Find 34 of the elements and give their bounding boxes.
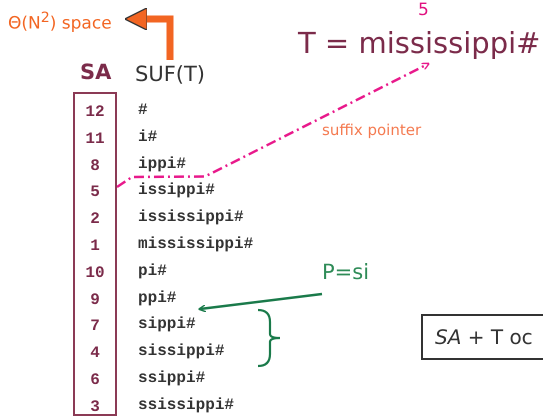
array-value: 4 [75,344,115,362]
array-value: 10 [75,264,115,282]
array-value: 11 [75,130,115,148]
array-value: 12 [75,103,115,121]
suffix-text: sissippi# [138,342,224,360]
column-heading: SUF(T) [135,62,205,86]
array-value: 6 [75,371,115,389]
suffix-text: ssissippi# [138,396,234,414]
array-value: 5 [75,183,115,202]
array-value: 3 [75,398,115,416]
suffix-text: mississippi# [138,235,254,253]
array-value: 1 [75,237,115,255]
suffix-text: ippi# [138,154,186,173]
arrow [198,292,322,312]
annotation-text: Θ(N$^{2}$) space [8,10,112,34]
suffix-text: ppi# [138,288,176,307]
suffix-text: ississippi# [138,208,244,226]
suffix-array-box [73,92,117,416]
suffix-text: pi# [138,262,167,280]
pattern-label: P=si [322,260,370,284]
suffix-text: sippi# [138,315,196,334]
suffix-text: issippi# [138,181,215,200]
array-value: 2 [75,210,115,228]
array-value: 8 [75,156,115,175]
text-string: T = mississippi# [298,26,540,60]
suffix-text: ssippi# [138,369,206,387]
array-value: 7 [75,317,115,336]
arrow [116,62,430,188]
note-box: SA + T oc [421,314,543,360]
array-value: 9 [75,290,115,309]
position-number: 5 [418,0,429,20]
arrow [124,7,174,60]
edge-label: suffix pointer [322,121,422,139]
column-heading: SA [80,60,112,84]
